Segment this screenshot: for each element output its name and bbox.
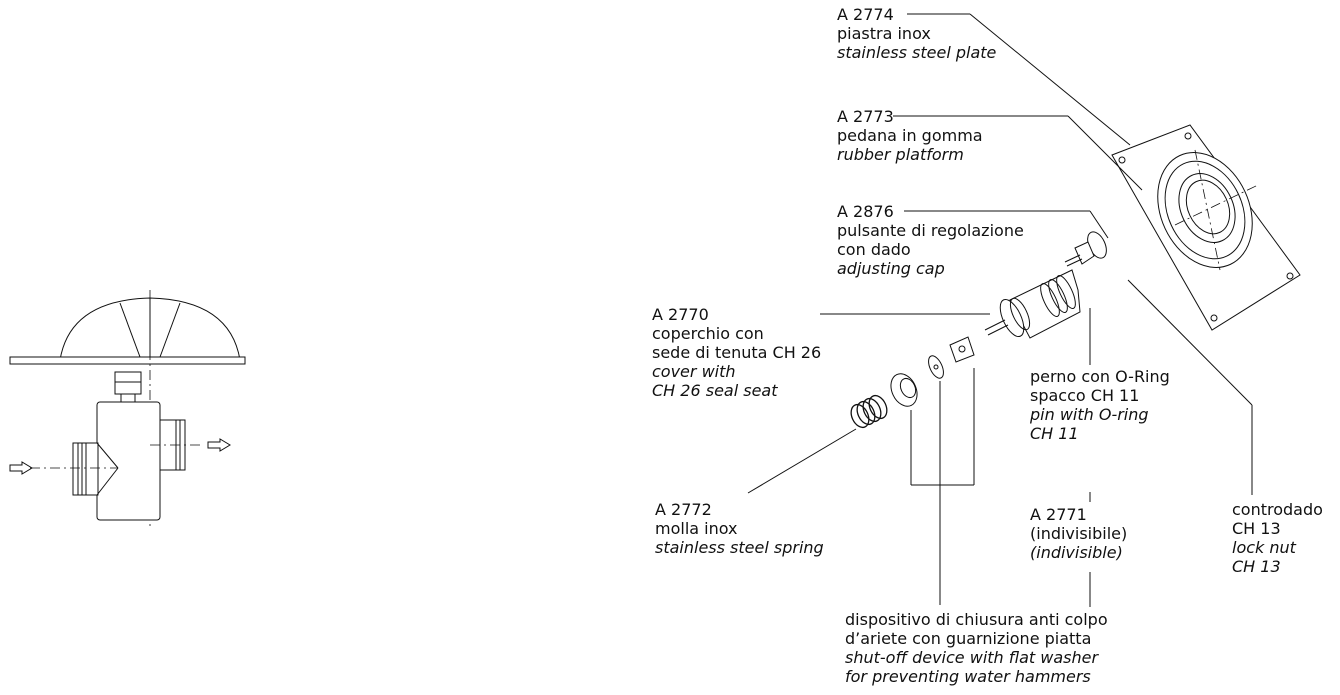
part-name-en-line2: CH 13 xyxy=(1232,557,1281,576)
part-name-it-line2: CH 13 xyxy=(1232,519,1281,538)
part-name-en: rubber platform xyxy=(837,145,964,164)
part-name-en-line2: CH 11 xyxy=(1030,424,1079,443)
shut-off-device-part xyxy=(890,373,918,407)
part-name-en-line2: for preventing water hammers xyxy=(845,667,1091,686)
part-name-it-line1: dispositivo di chiusura anti colpo xyxy=(845,610,1108,629)
part-code: A 2772 xyxy=(655,500,712,519)
pin-with-o-ring-part xyxy=(984,269,1081,339)
part-name-it-line2: con dado xyxy=(837,240,911,259)
assembled-valve-view xyxy=(9,290,246,530)
part-name-en: stainless steel spring xyxy=(655,538,824,557)
part-name-en-line1: shut-off device with flat washer xyxy=(845,648,1099,667)
part-name-en-line1: cover with xyxy=(652,362,736,381)
part-code: A 2774 xyxy=(837,5,894,24)
label-a2876: A 2876 pulsante di regolazione con dado … xyxy=(837,202,1024,278)
label-a2774: A 2774 piastra inox stainless steel plat… xyxy=(837,5,996,62)
part-name-it-line2: spacco CH 11 xyxy=(1030,386,1140,405)
flat-washer-part xyxy=(928,355,944,379)
cover-with-seal-seat-part xyxy=(949,336,975,363)
part-name-it-line1: coperchio con xyxy=(652,324,764,343)
part-name-en: stainless steel plate xyxy=(837,43,997,62)
part-name-it: molla inox xyxy=(655,519,738,538)
label-perno: perno con O-Ring spacco CH 11 pin with O… xyxy=(1030,367,1170,443)
part-name-en: adjusting cap xyxy=(837,259,945,278)
part-name-en-line2: CH 26 seal seat xyxy=(652,381,778,400)
leader-lines xyxy=(747,13,1253,607)
part-name-it: (indivisibile) xyxy=(1030,524,1128,543)
part-name-en: (indivisible) xyxy=(1030,543,1123,562)
label-controdado: controdado CH 13 lock nut CH 13 xyxy=(1232,500,1323,576)
part-name-it-line2: d’ariete con guarnizione piatta xyxy=(845,629,1092,648)
part-code: A 2771 xyxy=(1030,505,1087,524)
part-name-it-line1: pulsante di regolazione xyxy=(837,221,1024,240)
adjusting-cap-part xyxy=(1064,241,1095,267)
part-code: A 2876 xyxy=(837,202,894,221)
label-a2770: A 2770 coperchio con sede di tenuta CH 2… xyxy=(652,305,821,400)
label-dispositivo: dispositivo di chiusura anti colpo d’ari… xyxy=(845,610,1108,686)
part-name-it-line2: sede di tenuta CH 26 xyxy=(652,343,822,362)
part-name-en-line1: pin with O-ring xyxy=(1030,405,1149,424)
part-name-it-line1: perno con O-Ring xyxy=(1030,367,1170,386)
label-a2772: A 2772 molla inox stainless steel spring xyxy=(655,500,824,557)
rubber-platform-part xyxy=(1157,149,1259,271)
part-name-en-line1: lock nut xyxy=(1232,538,1296,557)
part-code: A 2773 xyxy=(837,107,894,126)
part-name-it-line1: controdado xyxy=(1232,500,1323,519)
label-a2771: A 2771 (indivisibile) (indivisible) xyxy=(1030,505,1127,562)
stainless-steel-spring-part xyxy=(850,394,888,429)
part-code: A 2770 xyxy=(652,305,709,324)
label-a2773: A 2773 pedana in gomma rubber platform xyxy=(837,107,983,164)
part-name-it: pedana in gomma xyxy=(837,126,983,145)
part-name-it: piastra inox xyxy=(837,24,931,43)
